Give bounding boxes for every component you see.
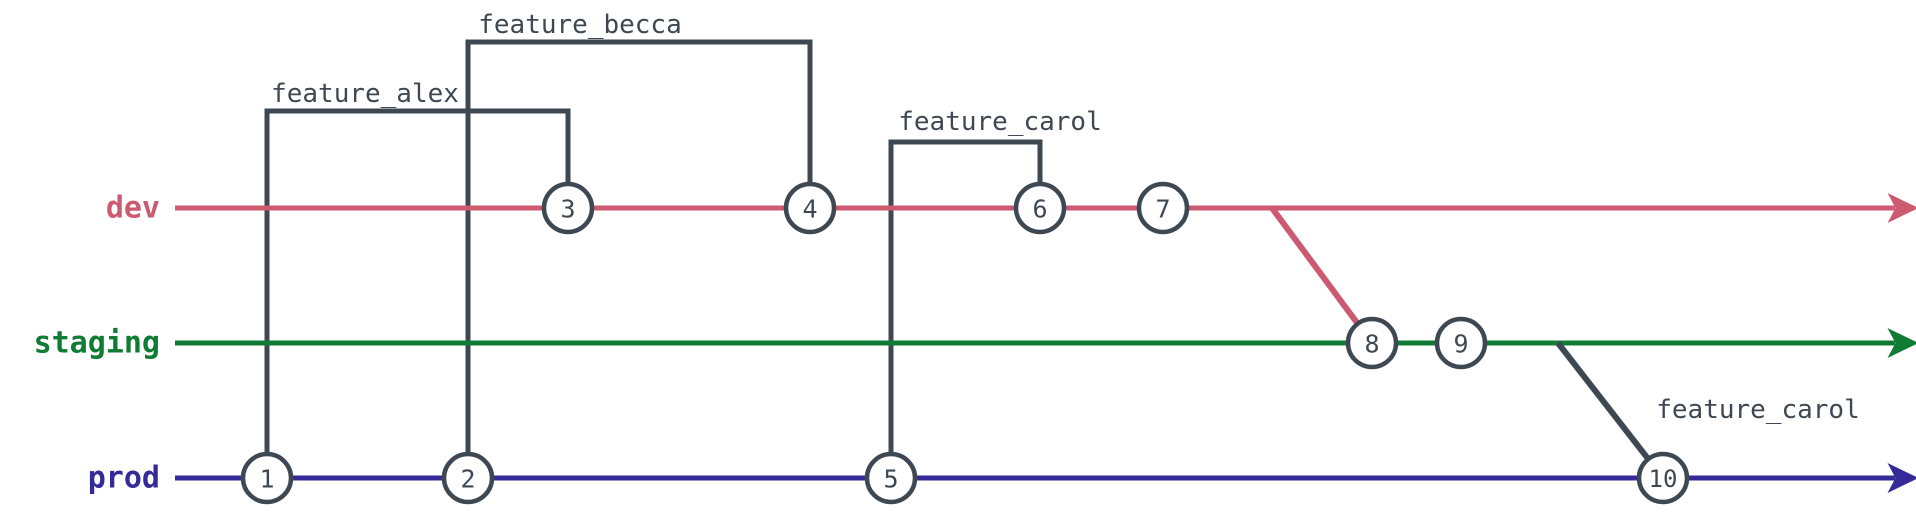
merge-line-staging-to-prod: [1555, 341, 1666, 480]
merge-line-layer: [1269, 206, 1666, 480]
commit-circle: [864, 451, 918, 505]
commit-node-7[interactable]: 7: [1136, 181, 1190, 235]
feature-branch-path-becca: [465, 39, 813, 478]
commit-circle: [441, 451, 495, 505]
commit-circle: [783, 181, 837, 235]
commit-node-4[interactable]: 4: [783, 181, 837, 235]
feature-label-becca: feature_becca: [478, 10, 682, 40]
feature-label-carol: feature_carol: [898, 107, 1102, 137]
commit-circle: [1345, 316, 1399, 370]
commit-label: 8: [1364, 330, 1379, 359]
commit-node-2[interactable]: 2: [441, 451, 495, 505]
commit-label: 1: [259, 465, 274, 494]
feature-branch-path-carol: [888, 139, 1043, 478]
commit-label: 5: [883, 465, 898, 494]
merge-line-dev-to-staging: [1269, 206, 1375, 345]
branch-label-prod: prod: [88, 461, 160, 496]
commit-circle: [1136, 181, 1190, 235]
commit-node-1[interactable]: 1: [240, 451, 294, 505]
commit-node-5[interactable]: 5: [864, 451, 918, 505]
commit-label: 6: [1032, 195, 1047, 224]
branch-label-staging: staging: [34, 326, 160, 361]
commit-node-10[interactable]: 10: [1636, 451, 1690, 505]
commit-node-8[interactable]: 8: [1345, 316, 1399, 370]
commit-circle: [240, 451, 294, 505]
commit-node-layer: 1 2 3 4 5 6 7: [240, 181, 1690, 505]
branch-label-layer: dev staging prod: [34, 191, 160, 496]
branch-label-dev: dev: [106, 191, 160, 226]
commit-node-6[interactable]: 6: [1013, 181, 1067, 235]
commit-label: 7: [1155, 195, 1170, 224]
commit-label: 10: [1649, 465, 1678, 493]
feature-label-alex: feature_alex: [271, 79, 459, 109]
commit-circle: [1013, 181, 1067, 235]
feature-branch-layer: [264, 39, 1043, 478]
branch-line-layer: [175, 192, 1916, 493]
feature-branch-path-alex: [264, 108, 571, 478]
commit-label: 9: [1453, 330, 1468, 359]
commit-label: 4: [802, 195, 817, 224]
commit-label: 2: [460, 465, 475, 494]
commit-circle: [1434, 316, 1488, 370]
commit-circle: [1636, 451, 1690, 505]
feature-label-layer: feature_alex feature_becca feature_carol…: [271, 10, 1860, 425]
feature-label-carol-merge: feature_carol: [1656, 395, 1860, 425]
commit-node-3[interactable]: 3: [541, 181, 595, 235]
commit-circle: [541, 181, 595, 235]
commit-label: 3: [560, 195, 575, 224]
commit-node-9[interactable]: 9: [1434, 316, 1488, 370]
